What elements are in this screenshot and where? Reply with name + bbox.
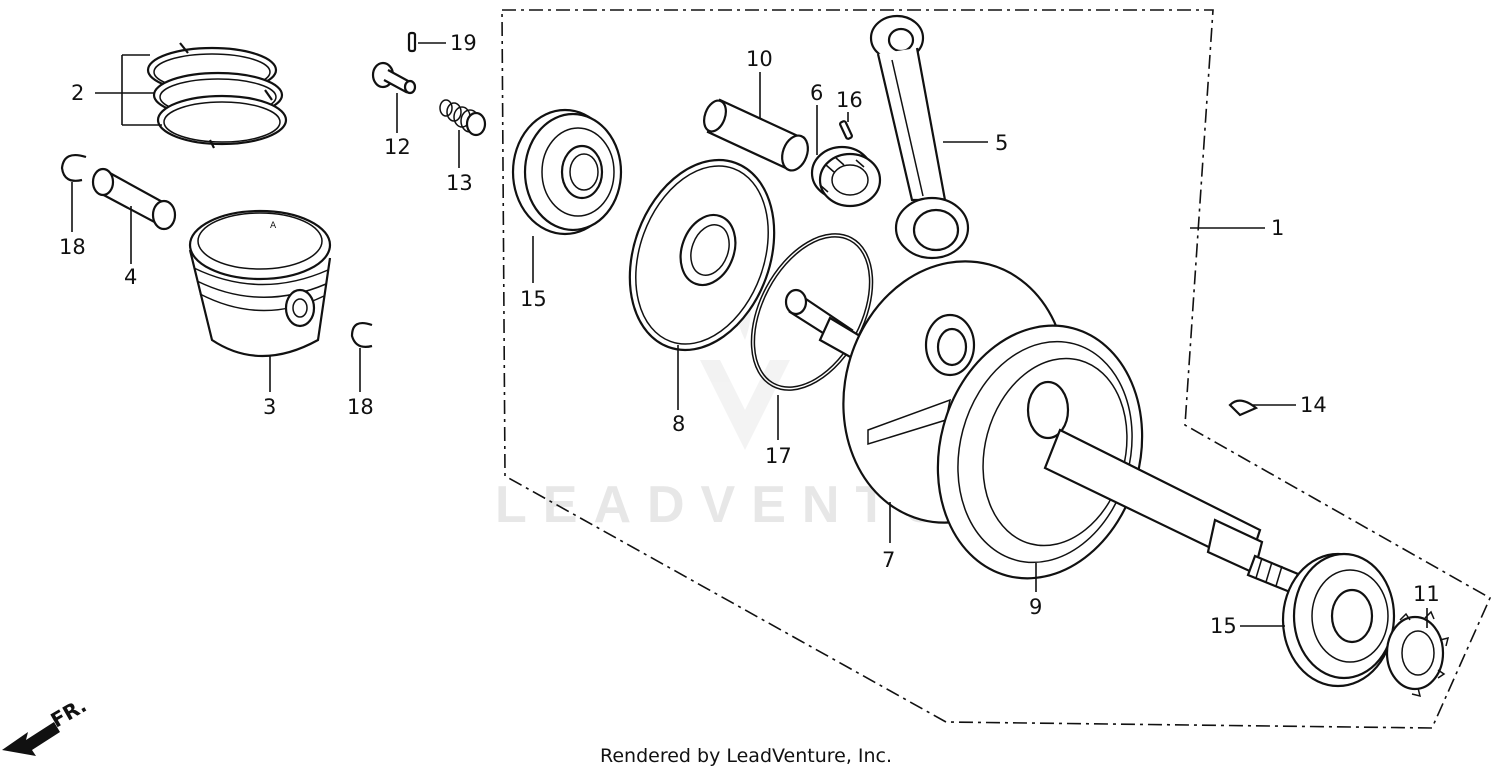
piston: A <box>188 209 332 357</box>
plate-8 <box>628 158 776 352</box>
sprocket <box>1385 610 1450 698</box>
front-direction-indicator: FR. <box>2 693 91 756</box>
leader-lines <box>71 42 1428 628</box>
right-crank <box>936 324 1144 580</box>
callout-1: 1 <box>1271 216 1284 240</box>
callout-7: 7 <box>882 548 895 572</box>
callout-18-left: 18 <box>59 235 86 259</box>
piston-pin-clip-left <box>60 153 87 182</box>
callout-13: 13 <box>446 171 473 195</box>
callout-19: 19 <box>450 31 477 55</box>
callout-4: 4 <box>124 265 137 289</box>
connecting-rod <box>869 14 970 260</box>
assembly-boundary <box>501 9 1492 729</box>
callout-labels: 1 2 3 4 5 6 7 8 9 10 11 12 13 14 15 15 1… <box>59 31 1440 638</box>
callout-15-left: 15 <box>520 287 547 311</box>
callout-15-right: 15 <box>1210 614 1237 638</box>
callout-18-right: 18 <box>347 395 374 419</box>
callout-12: 12 <box>384 135 411 159</box>
callout-8: 8 <box>672 412 685 436</box>
guide-pin-12 <box>371 61 417 95</box>
bearing-right <box>1281 552 1396 688</box>
front-arrow-icon <box>2 722 60 756</box>
callout-2: 2 <box>71 81 84 105</box>
callout-17: 17 <box>765 444 792 468</box>
piston-rings <box>146 42 288 149</box>
callout-11: 11 <box>1413 582 1440 606</box>
callout-3: 3 <box>263 395 276 419</box>
pin-19 <box>407 31 417 53</box>
crank-pin <box>703 98 809 172</box>
piston-pin <box>91 167 177 231</box>
pin-16 <box>839 120 853 140</box>
woodruff-key <box>1228 399 1259 417</box>
callout-10: 10 <box>746 47 773 71</box>
spring-13 <box>439 99 487 137</box>
piston-pin-clip-right <box>350 321 373 348</box>
svg-text:A: A <box>270 221 277 231</box>
needle-bearing <box>810 145 882 208</box>
callout-16: 16 <box>836 88 863 112</box>
callout-5: 5 <box>995 131 1008 155</box>
bearing-left <box>511 108 623 236</box>
callout-14: 14 <box>1300 393 1327 417</box>
callout-9: 9 <box>1029 595 1042 619</box>
footer-credit: Rendered by LeadVenture, Inc. <box>600 745 892 767</box>
crankshaft-output <box>1043 428 1300 594</box>
callout-6: 6 <box>810 81 823 105</box>
